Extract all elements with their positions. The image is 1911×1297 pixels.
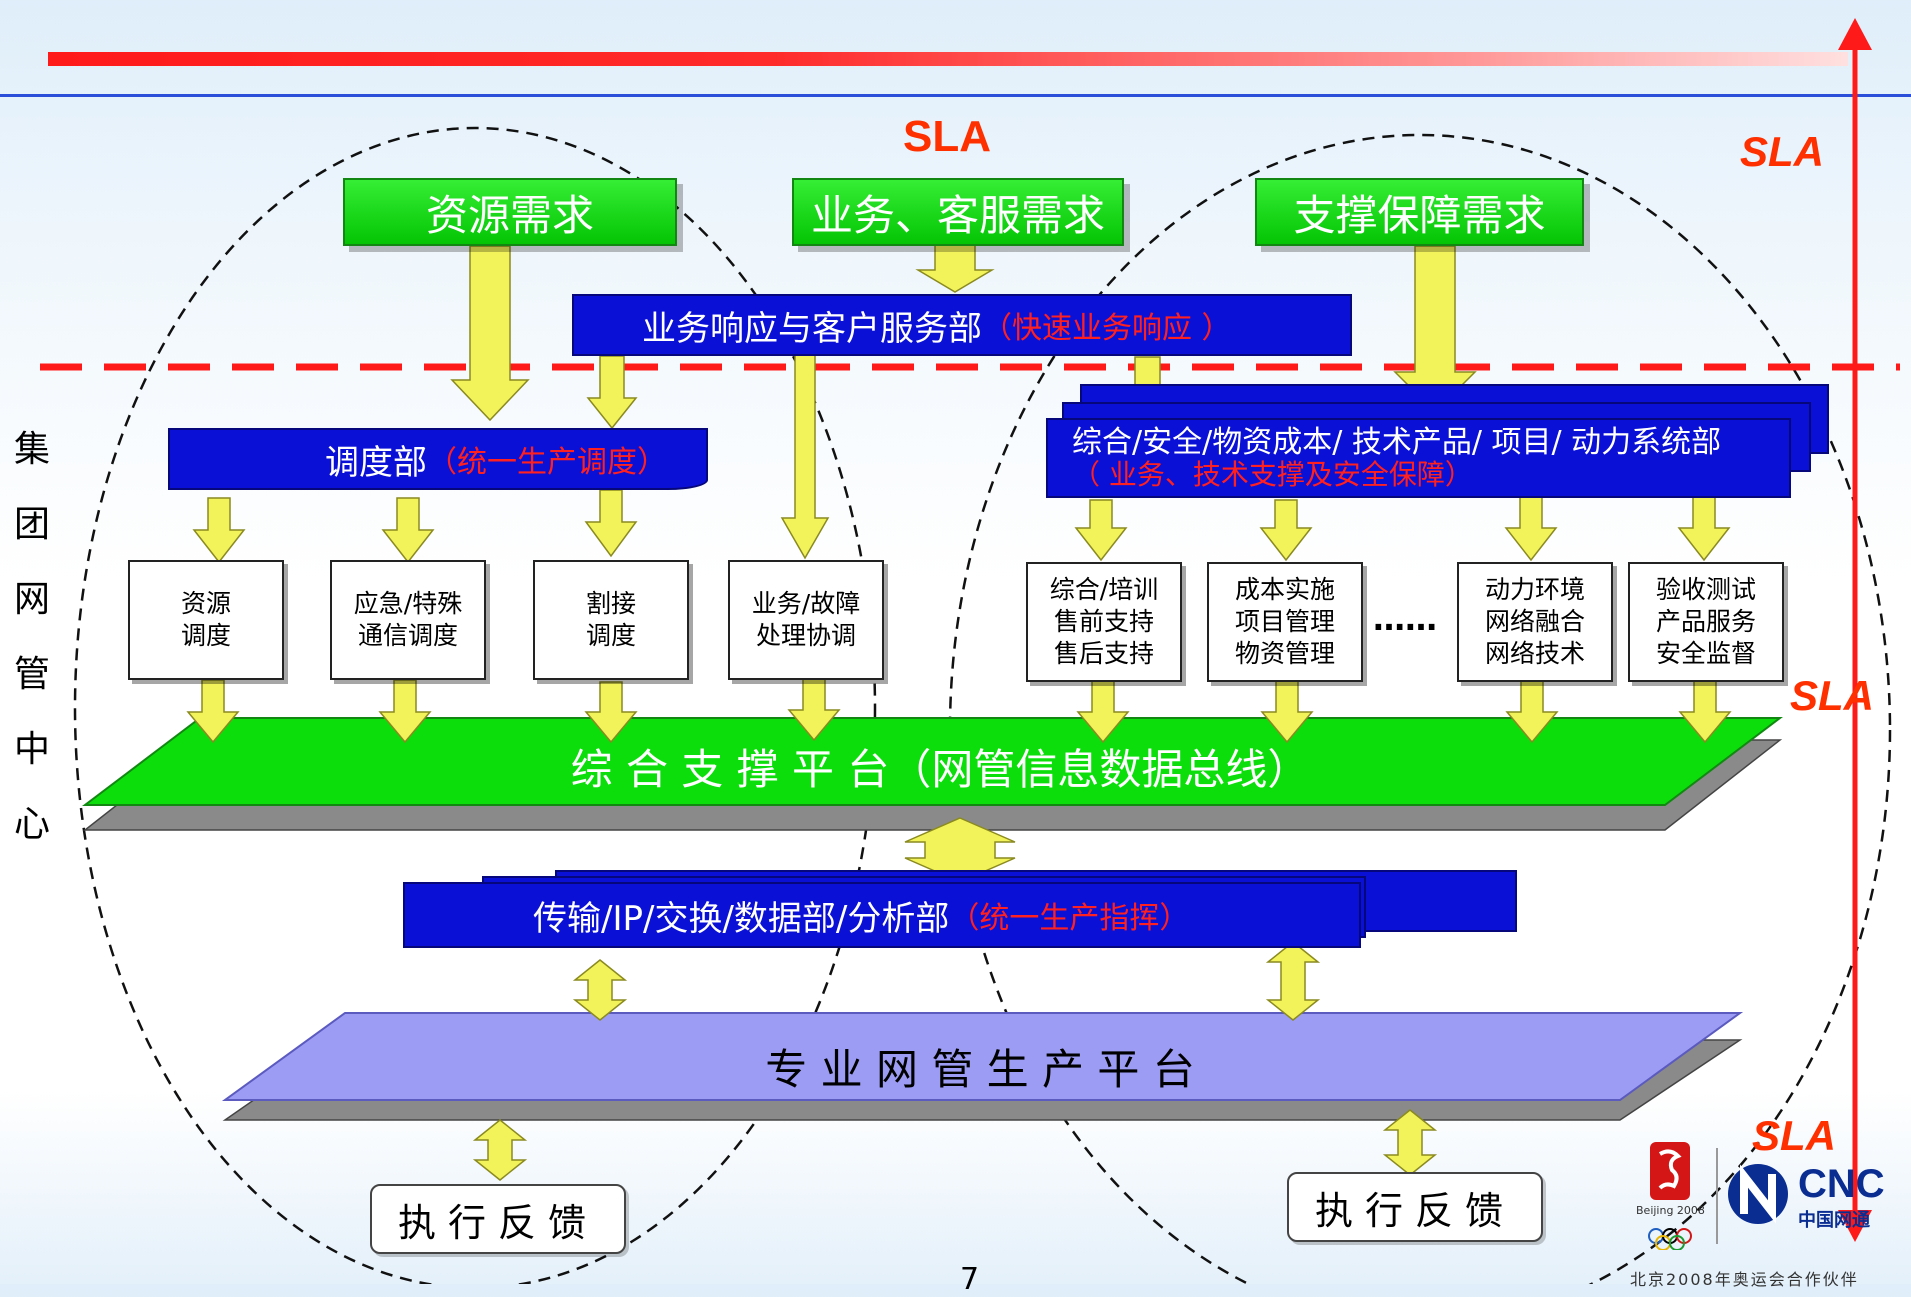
arrow-d3 xyxy=(584,489,638,558)
right-box-training-support: 综合/培训 售前支持 售后支持 xyxy=(1026,562,1182,682)
arrow-r4 xyxy=(1677,493,1731,562)
sla-axis-top-arrow xyxy=(1838,18,1872,50)
page-number: 7 xyxy=(960,1262,980,1297)
left-box-cutover-dispatch: 割接 调度 xyxy=(533,560,689,680)
arrow-service-dispatch xyxy=(586,355,638,430)
double-arrows xyxy=(472,817,1438,1181)
feedback-box-left: 执行反馈 xyxy=(370,1184,626,1254)
left-box-fault-coordination: 业务/故障 处理协调 xyxy=(728,560,884,680)
support-dept-banner: 综合/安全/物资成本/ 技术产品/ 项目/ 动力系统部 （ 业务、技术支撑及安全… xyxy=(1046,418,1791,498)
cnc-brand-text: CNC xyxy=(1798,1162,1885,1206)
support-dept-label: 综合/安全/物资成本/ 技术产品/ 项目/ 动力系统部 xyxy=(1072,425,1722,460)
business-need-box: 业务、客服需求 xyxy=(792,178,1124,246)
olympic-logo: Beijing 2008 xyxy=(1636,1140,1706,1251)
sla-top-label: SLA xyxy=(903,112,991,161)
arrow-r3 xyxy=(1504,493,1558,562)
sla-axis-bottom-arrow xyxy=(1838,1210,1872,1242)
right-box-acceptance-safety: 验收测试 产品服务 安全监督 xyxy=(1628,562,1784,682)
arrow-p3 xyxy=(584,681,638,744)
header-red-bar xyxy=(48,52,1848,66)
dispatch-dept-note: （统一生产调度） xyxy=(427,445,667,480)
left-ellipse xyxy=(73,126,877,1284)
service-dept-label: 业务响应与客户服务部 xyxy=(642,308,982,349)
arrow-p8 xyxy=(1678,679,1732,744)
support-dept-note: （ 业务、技术支撑及安全保障） xyxy=(1072,458,1473,491)
arrow-r2 xyxy=(1259,499,1313,562)
arrow-d2 xyxy=(381,497,435,564)
sla-right-label-3: SLA xyxy=(1752,1112,1836,1159)
cnc-logo: CNC 中国网通 xyxy=(1726,1160,1896,1231)
logo-divider xyxy=(1716,1148,1718,1244)
vertical-char: 心 xyxy=(13,804,50,845)
dispatch-dept-banner: 调度部 （统一生产调度） xyxy=(168,428,708,490)
left-box-resource-dispatch: 资源 调度 xyxy=(128,560,284,680)
platform-top xyxy=(82,717,1783,806)
arrow-p2 xyxy=(378,679,432,744)
dispatch-dept-label: 调度部 xyxy=(325,442,427,483)
dbl-right-1 xyxy=(1265,941,1321,1021)
header-blue-line xyxy=(0,94,1911,97)
sla-right-label-1: SLA xyxy=(1740,128,1824,175)
arrow-p7 xyxy=(1505,679,1559,744)
transmission-dept-label: 传输/IP/交换/数据部/分析部 xyxy=(533,898,950,939)
right-box-power-network: 动力环境 网络融合 网络技术 xyxy=(1457,562,1613,682)
vertical-char: 中 xyxy=(13,729,50,770)
service-dept-banner: 业务响应与客户服务部 （快速业务响应 ） xyxy=(572,294,1352,356)
dbl-left-1 xyxy=(572,959,628,1021)
transmission-dept-note: （统一生产指挥） xyxy=(949,901,1190,936)
right-box-cost-project: 成本实施 项目管理 物资管理 xyxy=(1207,562,1363,682)
feedback-box-right: 执行反馈 xyxy=(1287,1172,1543,1242)
arrow-d1 xyxy=(192,497,246,564)
ellipsis-text: …… xyxy=(1373,600,1437,638)
vertical-char: 网 xyxy=(13,579,50,620)
resource-need-box: 资源需求 xyxy=(343,178,677,246)
arrow-p6 xyxy=(1260,679,1314,744)
right-ellipse xyxy=(948,133,1892,1284)
left-box-emergency-dispatch: 应急/特殊 通信调度 xyxy=(330,560,486,680)
arrow-p1 xyxy=(186,679,240,744)
arrow-resource-down xyxy=(450,245,530,422)
olympic-partner-footer: 北京2008年奥运会合作伙伴 xyxy=(1630,1270,1859,1289)
cnc-mark-icon xyxy=(1728,1164,1788,1224)
sla-right-label-2: SLA xyxy=(1790,672,1874,719)
arrow-p5 xyxy=(1076,679,1130,744)
beijing-emblem-icon xyxy=(1648,1142,1692,1251)
platform-top-label: 综 合 支 撑 平 台（网管信息数据总线） xyxy=(570,745,1310,794)
arrow-p4 xyxy=(787,677,841,742)
arrow-business-down xyxy=(915,244,995,293)
vertical-char: 管 xyxy=(13,654,50,695)
arrow-service-fault xyxy=(780,354,830,560)
service-dept-note: （快速业务响应 ） xyxy=(982,311,1232,346)
dbl-left-2 xyxy=(472,1119,528,1181)
transmission-dept-banner: 传输/IP/交换/数据部/分析部 （统一生产指挥） xyxy=(403,882,1361,948)
vertical-label-group-network-center: 集 团 网 管 中 心 xyxy=(12,420,52,870)
beijing-2008-text: Beijing 2008 xyxy=(1636,1204,1705,1217)
platform-bottom xyxy=(221,1012,1744,1101)
support-need-box: 支撑保障需求 xyxy=(1255,178,1584,246)
cnc-brand-cn-text: 中国网通 xyxy=(1798,1210,1870,1231)
vertical-char: 集 xyxy=(13,429,50,470)
platform-bottom-label: 专 业 网 管 生 产 平 台 xyxy=(765,1045,1195,1094)
arrow-r1 xyxy=(1074,499,1128,562)
vertical-char: 团 xyxy=(13,504,50,545)
